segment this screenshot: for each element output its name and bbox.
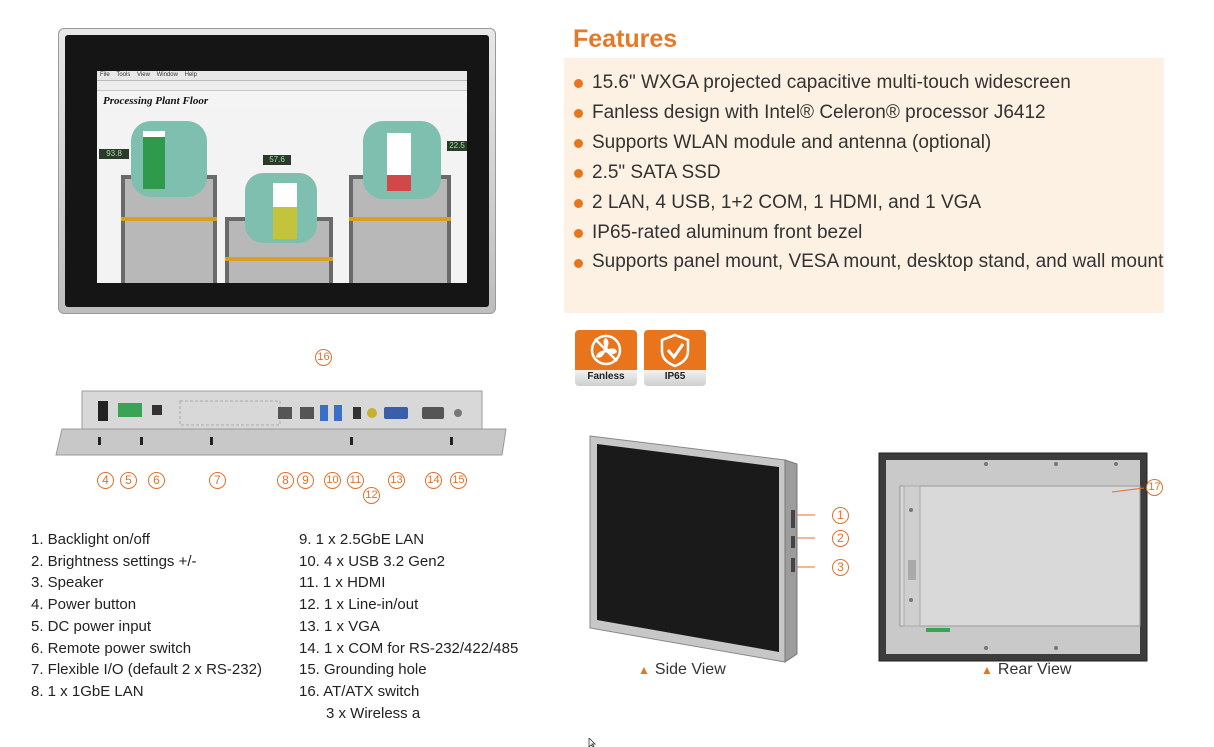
ip65-badge: IP65 — [644, 330, 706, 386]
callout-8: 8 — [277, 472, 294, 489]
side-view-caption: ▲ Side View — [638, 661, 726, 679]
plant-floor-illustration — [97, 107, 467, 283]
mouse-cursor-icon — [588, 738, 596, 747]
features-list: 15.6" WXGA projected capacitive multi-to… — [564, 58, 1164, 275]
readout-1: 93.8 — [99, 149, 129, 159]
io-list-item: 2. Brightness settings +/- — [31, 552, 197, 570]
io-list-left: 1. Backlight on/off 2. Brightness settin… — [31, 529, 262, 703]
hmi-title: Processing Plant Floor — [103, 95, 209, 107]
io-list-item: 13. 1 x VGA — [299, 617, 380, 635]
triangle-icon: ▲ — [638, 663, 650, 677]
callout-7: 7 — [209, 472, 226, 489]
features-box: 15.6" WXGA projected capacitive multi-to… — [564, 58, 1164, 313]
callout-2: 2 — [832, 530, 849, 547]
fanless-label: Fanless — [575, 370, 637, 386]
side-view-label: Side View — [654, 661, 726, 678]
io-list-item: 9. 1 x 2.5GbE LAN — [299, 531, 425, 548]
fanless-badge: Fanless — [575, 330, 637, 386]
io-list-item: 10. 4 x USB 3.2 Gen2 — [299, 552, 445, 570]
callout-1: 1 — [832, 507, 849, 524]
io-list-item: 8. 1 x 1GbE LAN — [31, 682, 144, 700]
feature-item: Fanless design with Intel® Celeron® proc… — [574, 98, 1164, 128]
io-list-item: 4. Power button — [31, 596, 137, 614]
shield-check-icon — [660, 333, 690, 368]
tank-2 — [225, 173, 333, 283]
tank-1 — [121, 121, 217, 283]
io-list-item: 16. AT/ATX switch — [299, 682, 420, 700]
feature-item: 15.6" WXGA projected capacitive multi-to… — [574, 68, 1164, 98]
readout-2: 57.6 — [263, 155, 291, 165]
readout-3: 22.5 — [447, 141, 467, 151]
callout-14: 14 — [425, 472, 442, 489]
rear-view-image — [878, 452, 1148, 662]
io-list-item: 12. 1 x Line-in/out — [299, 596, 419, 614]
front-monitor-image: File Tools View Window Help Processing P… — [58, 28, 496, 314]
hmi-menu-file: File — [100, 72, 110, 78]
callout-16: 16 — [315, 349, 332, 366]
io-list-item: 1. Backlight on/off — [31, 531, 150, 548]
callout-17: 17 — [1146, 479, 1163, 496]
rear-view-label: Rear View — [997, 661, 1072, 678]
io-list-item: 6. Remote power switch — [31, 639, 192, 657]
hmi-screen: File Tools View Window Help Processing P… — [97, 71, 467, 283]
io-list-item: 5. DC power input — [31, 617, 152, 635]
io-list-item: 3. Speaker — [31, 574, 104, 592]
fan-icon — [590, 334, 622, 366]
callout-5: 5 — [120, 472, 137, 489]
hmi-menu-help: Help — [184, 72, 197, 78]
io-list-item: 3 x Wireless a — [326, 704, 421, 722]
features-title: Features — [573, 25, 678, 53]
hmi-menu-window: Window — [156, 72, 178, 78]
hmi-toolbar — [97, 81, 467, 91]
callout-11: 11 — [347, 472, 364, 489]
feature-item: 2.5" SATA SSD — [574, 158, 1164, 188]
side-view-image — [589, 435, 815, 663]
io-list-item: 7. Flexible I/O (default 2 x RS-232) — [31, 661, 262, 679]
io-list-item: 15. Grounding hole — [299, 661, 427, 679]
feature-item: IP65-rated aluminum front bezel — [574, 218, 1164, 248]
callout-3: 3 — [832, 559, 849, 576]
feature-item: 2 LAN, 4 USB, 1+2 COM, 1 HDMI, and 1 VGA — [574, 188, 1164, 218]
feature-item: Supports WLAN module and antenna (option… — [574, 128, 1164, 158]
tank-3 — [349, 121, 451, 283]
io-list-right: 9. 1 x 2.5GbE LAN 10. 4 x USB 3.2 Gen2 1… — [299, 529, 518, 724]
callout-13: 13 — [388, 472, 405, 489]
hmi-menu-view: View — [137, 72, 150, 78]
callout-12: 12 — [363, 487, 380, 504]
callout-15: 15 — [450, 472, 467, 489]
callout-9: 9 — [297, 472, 314, 489]
callout-4: 4 — [97, 472, 114, 489]
triangle-icon: ▲ — [981, 663, 993, 677]
callout-10: 10 — [324, 472, 341, 489]
hmi-menu-tools: Tools — [116, 72, 131, 78]
ip65-label: IP65 — [644, 370, 706, 386]
hmi-menubar: File Tools View Window Help — [97, 71, 467, 81]
io-list-item: 14. 1 x COM for RS-232/422/485 — [299, 639, 519, 657]
feature-item: Supports panel mount, VESA mount, deskto… — [574, 248, 1164, 275]
callout-6: 6 — [148, 472, 165, 489]
rear-view-caption: ▲ Rear View — [981, 661, 1071, 679]
io-list-item: 11. 1 x HDMI — [299, 574, 386, 592]
io-panel-image — [55, 390, 507, 456]
